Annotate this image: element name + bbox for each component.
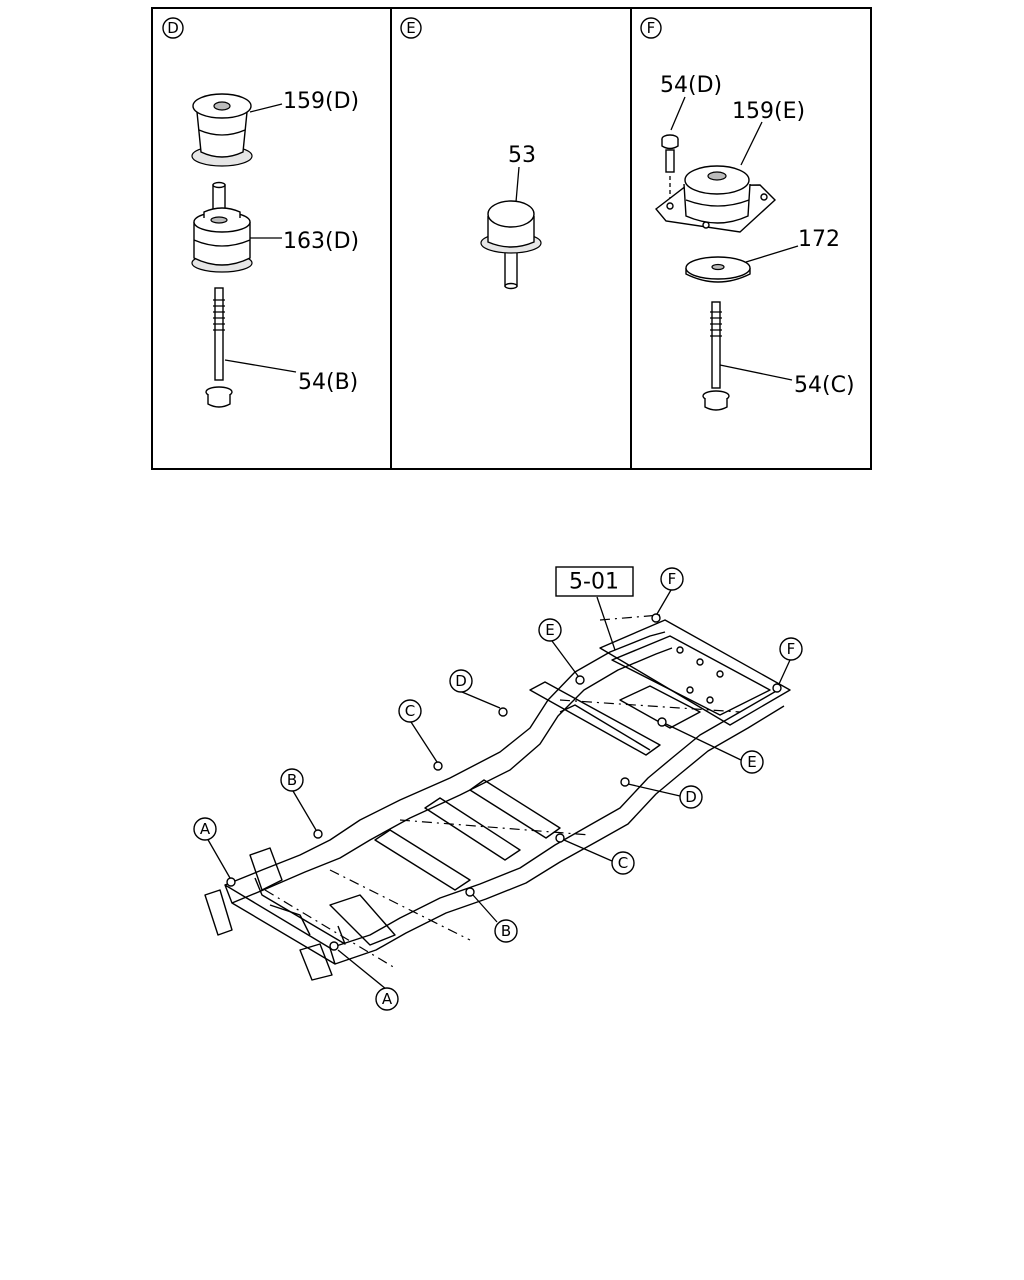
crossmember — [529, 681, 661, 756]
svg-text:B: B — [287, 771, 297, 789]
marker-a-front[interactable]: A — [193, 817, 217, 841]
crossmember — [424, 797, 521, 861]
callout-159d: 159(D) — [283, 89, 359, 114]
panel-tag-d: D — [162, 17, 184, 39]
crossmember — [374, 829, 471, 891]
leader-line — [249, 103, 283, 113]
front-crossmember — [224, 884, 336, 965]
svg-text:A: A — [200, 820, 211, 838]
chassis-frame — [204, 614, 791, 981]
mount-points — [226, 613, 782, 951]
svg-text:D: D — [167, 19, 179, 37]
mount-with-plate — [654, 165, 777, 233]
leader-line — [745, 245, 799, 263]
svg-text:E: E — [406, 19, 415, 37]
rear-frame-section — [599, 619, 791, 726]
front-bracket — [204, 889, 233, 936]
crossmember — [469, 779, 561, 839]
long-bolt — [702, 301, 730, 411]
leader-line — [224, 359, 297, 373]
panel-e: E 53 — [400, 17, 542, 290]
svg-text:E: E — [747, 753, 756, 771]
callout-53: 53 — [508, 143, 536, 168]
front-bracket — [299, 943, 333, 981]
callout-54c: 54(C) — [794, 373, 855, 398]
panel-tag-e: E — [400, 17, 422, 39]
marker-f-right[interactable]: F — [779, 637, 803, 661]
reference-box[interactable]: 5-01 — [555, 566, 634, 597]
marker-leaders — [206, 589, 791, 990]
panel-f: F — [640, 17, 855, 411]
callout-172: 172 — [798, 227, 840, 252]
svg-text:F: F — [647, 19, 656, 37]
callout-159e: 159(E) — [732, 99, 805, 124]
washer — [685, 256, 751, 283]
front-bracket — [249, 847, 283, 891]
stopper-bumper — [480, 200, 542, 290]
marker-f-left[interactable]: F — [660, 567, 684, 591]
leader-line — [515, 166, 520, 203]
leader-line — [670, 96, 686, 131]
svg-text:C: C — [618, 854, 628, 872]
svg-text:E: E — [545, 621, 554, 639]
callout-54d: 54(D) — [660, 73, 722, 98]
svg-text:F: F — [787, 640, 796, 658]
svg-text:D: D — [685, 788, 697, 806]
marker-c-left[interactable]: C — [398, 699, 422, 723]
marker-d-right[interactable]: D — [679, 785, 703, 809]
marker-d-left[interactable]: D — [449, 669, 473, 693]
reference-label: 5-01 — [569, 570, 619, 595]
left-side-rail — [224, 631, 666, 886]
svg-text:A: A — [382, 990, 393, 1008]
marker-b-right[interactable]: B — [494, 919, 518, 943]
leader-line — [740, 121, 763, 166]
upper-bushing — [191, 93, 253, 167]
marker-e-right[interactable]: E — [740, 750, 764, 774]
callout-54b: 54(B) — [298, 370, 358, 395]
marker-a-rear[interactable]: A — [375, 987, 399, 1011]
marker-c-right[interactable]: C — [611, 851, 635, 875]
marker-e-left[interactable]: E — [538, 618, 562, 642]
svg-text:F: F — [668, 570, 677, 588]
svg-text:C: C — [405, 702, 415, 720]
callout-163d: 163(D) — [283, 229, 359, 254]
long-bolt — [205, 287, 233, 408]
svg-text:B: B — [501, 922, 511, 940]
panel-tag-f: F — [640, 17, 662, 39]
right-side-rail — [329, 689, 779, 949]
lower-bushing — [191, 181, 253, 273]
panel-d: D 159(D — [162, 17, 359, 408]
leader-line — [719, 364, 793, 381]
svg-text:D: D — [455, 672, 467, 690]
marker-b-left[interactable]: B — [280, 768, 304, 792]
